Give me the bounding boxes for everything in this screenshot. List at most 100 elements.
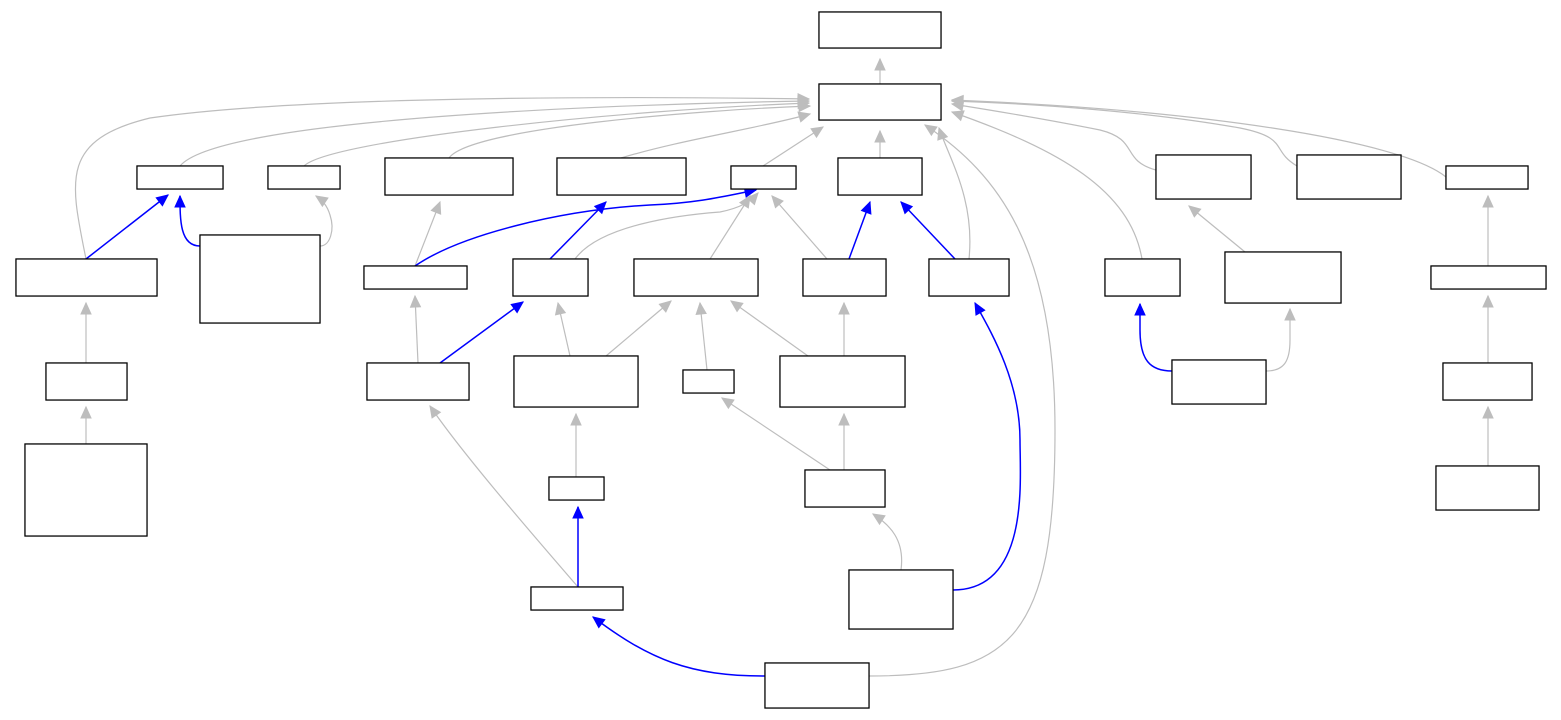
node-ol[interactable]: organelle lumen	[363, 265, 468, 290]
node-mel[interactable]: membrane-enclosedlumen	[384, 157, 514, 196]
node-csj[interactable]: cell-substratejunction	[1442, 362, 1533, 401]
node-border	[1296, 154, 1402, 200]
node-em[interactable]: extracellularmatrix	[45, 362, 128, 401]
arrowhead	[1134, 302, 1146, 316]
edge-pmbcp-to-cproj	[1188, 205, 1246, 253]
node-layer: Cellular ComponentCspg4 cellular anatomic…	[15, 11, 1547, 709]
arrowhead	[871, 513, 886, 526]
node-border	[779, 355, 906, 408]
node-border	[730, 165, 797, 190]
node-cproj[interactable]: cell projectionMouseCspg4	[1155, 154, 1252, 200]
edge-org-to-cae	[762, 126, 825, 167]
node-es[interactable]: extracellularspace	[928, 258, 1010, 297]
edge-ruf-to-cle	[1134, 302, 1173, 372]
arrowhead	[1482, 194, 1494, 208]
edge-line	[762, 126, 824, 167]
node-ccem[interactable]: collagen-containingextracellularmatrixHu…	[24, 443, 148, 537]
arrowhead	[950, 94, 964, 107]
edge-nl-to-iol	[429, 405, 579, 588]
node-ves[interactable]: vesicle	[682, 369, 735, 394]
node-border	[1155, 154, 1252, 200]
node-border	[1442, 362, 1533, 401]
node-border	[384, 157, 514, 196]
node-border	[1435, 465, 1540, 511]
node-fa[interactable]: focal adhesionHumanCSPG4	[1435, 465, 1540, 511]
node-border	[530, 586, 624, 611]
edge-fa-to-csj	[1482, 405, 1494, 466]
arrowhead	[409, 294, 422, 308]
node-ev[interactable]: extracellularvesicle	[804, 469, 886, 508]
edge-exo-to-es	[952, 301, 1022, 591]
node-border	[804, 469, 886, 508]
node-border	[818, 11, 942, 49]
edge-ves-to-mbo	[695, 301, 708, 371]
node-org[interactable]: organelle	[730, 165, 797, 190]
node-nl[interactable]: nuclear lumen	[530, 586, 624, 611]
node-io[interactable]: intracellularorganelle	[512, 258, 589, 297]
edge-er-to-cae	[874, 129, 886, 158]
node-border	[513, 355, 639, 408]
node-border	[15, 258, 158, 297]
arrowhead	[155, 194, 169, 207]
edge-line	[414, 189, 757, 267]
edge-line	[429, 405, 579, 588]
node-border	[136, 165, 224, 190]
node-ees[interactable]: external encapsulatingstructure	[15, 258, 158, 297]
node-exo[interactable]: extracellularexosomeHumanCSPG4	[848, 569, 954, 630]
arrowhead	[80, 405, 92, 419]
node-er[interactable]: extracellularregion	[837, 157, 923, 196]
edge-line	[730, 300, 809, 357]
node-nuc[interactable]: nucleus	[548, 476, 605, 501]
node-iol[interactable]: intracellularorganelle lumen	[366, 362, 470, 401]
edge-line	[951, 99, 1447, 178]
edge-line	[951, 111, 1143, 260]
node-cle[interactable]: cell leadingedge	[1104, 258, 1181, 297]
node-embo[interactable]: extracellularmembrane-boundedorganelle	[779, 355, 906, 408]
node-eo[interactable]: extracellularorganelle	[802, 258, 887, 297]
edge-line	[448, 105, 811, 159]
arrowhead	[797, 93, 811, 105]
node-cp[interactable]: cell periphery	[136, 165, 224, 190]
node-pm[interactable]: plasma membraneHumanCSPG4MouseCspg4RatCs…	[199, 234, 321, 324]
edge-ees-to-cae	[74, 93, 811, 260]
node-border	[1171, 359, 1267, 405]
edge-ev-to-embo	[838, 412, 850, 470]
edge-nuc-to-imbo	[570, 412, 582, 477]
edge-line	[721, 397, 831, 471]
edge-aj-to-cj	[1482, 194, 1494, 266]
node-ias[interactable]: intracellularanatomical structure	[556, 157, 687, 196]
node-cj[interactable]: cell junction	[1445, 165, 1529, 190]
arrowhead	[874, 129, 886, 143]
edge-line	[1188, 205, 1246, 253]
arrowhead	[860, 200, 872, 215]
node-np[interactable]: nucleoplasmHumanCSPG4	[764, 662, 870, 709]
node-border	[1224, 251, 1342, 304]
edge-line	[620, 113, 811, 159]
node-imbo[interactable]: intracellularmembrane-boundedorganelle	[513, 355, 639, 408]
node-mbo[interactable]: membrane-boundedorganelle	[633, 258, 759, 297]
edge-imbo-to-mbo	[605, 300, 672, 357]
node-border	[363, 265, 468, 290]
node-ruf[interactable]: ruffleMouseCspg4	[1171, 359, 1267, 405]
arrowhead	[797, 111, 812, 123]
arrowhead	[900, 201, 914, 215]
node-cae[interactable]: cellular anatomicalentity	[818, 83, 942, 121]
edge-line	[951, 103, 1157, 171]
node-border	[764, 662, 870, 709]
node-mem[interactable]: membrane	[267, 165, 341, 190]
node-pmbcp[interactable]: plasma membranebounded cellprojection	[1224, 251, 1342, 304]
edge-eo-to-org	[771, 195, 828, 260]
node-root[interactable]: Cellular ComponentCspg4	[818, 11, 942, 49]
arrowhead	[810, 126, 825, 139]
edge-line	[872, 513, 903, 571]
node-aj[interactable]: anchoring junction	[1430, 265, 1547, 290]
node-border	[512, 258, 589, 297]
arrowhead	[950, 110, 965, 122]
arrowhead	[80, 301, 92, 315]
node-csurf[interactable]: cell surfaceHumanCSPG4	[1296, 154, 1402, 200]
arrowhead	[429, 405, 442, 419]
edge-line	[951, 100, 1298, 167]
edge-ees-to-cp	[85, 194, 169, 260]
node-border	[848, 569, 954, 630]
